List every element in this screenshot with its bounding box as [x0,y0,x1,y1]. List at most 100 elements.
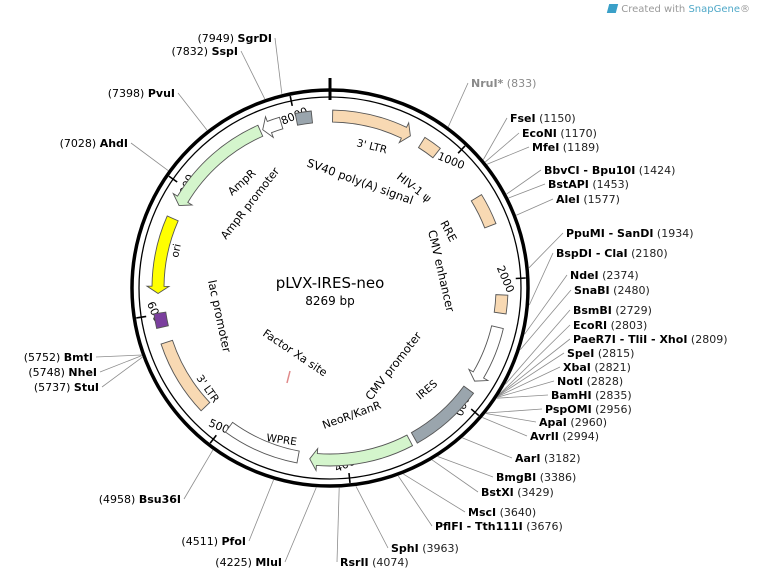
site-name: FseI [510,112,536,125]
site-ahdi[interactable]: (7028) AhdI [60,137,128,150]
site-sphi[interactable]: SphI (3963) [391,542,459,555]
label-neor-kanr: NeoR/KanR [321,398,384,431]
tick-3000 [470,408,480,417]
site-snabi[interactable]: SnaBI (2480) [574,284,650,297]
site-name: (4958) [99,493,139,506]
tick-1000 [457,145,466,154]
site-pvui[interactable]: (7398) PvuI [108,87,175,100]
leader-nhei [99,355,142,373]
site-leader-lines [95,37,572,563]
leader-fsei [483,117,508,160]
feature-sv40-poly-a-signal-13[interactable] [294,110,313,126]
site-ppumi-sandi[interactable]: PpuMI - SanDI (1934) [566,227,694,240]
site-alei[interactable]: AleI (1577) [556,193,620,206]
site-noti[interactable]: NotI (2828) [557,375,623,388]
site-position: AhdI [100,137,128,150]
leader-mfei [486,146,530,165]
plasmid-length: 8269 bp [305,294,355,308]
site-pfoi[interactable]: (4511) PfoI [181,535,246,548]
feature-ampr-promoter-12[interactable] [262,115,284,139]
site-ndei[interactable]: NdeI (2374) [570,269,639,282]
site-position: BmtI [64,351,93,364]
feature-hiv-1-1[interactable] [417,136,441,159]
leader-bbvci-bpu10i [506,169,542,195]
site-bsmbi[interactable]: BsmBI (2729) [573,304,652,317]
site-bstxi[interactable]: BstXI (3429) [481,486,554,499]
site-name: PspOMI [545,403,592,416]
site-name: SnaBI [574,284,610,297]
feature-3-ltr-0[interactable] [332,109,411,144]
leader-pspomi [486,408,543,414]
site-name: BspDI - ClaI [556,247,628,260]
site-rsrii[interactable]: RsrII (4074) [340,556,409,569]
site-avrii[interactable]: AvrII (2994) [530,430,599,443]
leader-avrii [482,417,528,437]
feature-arcs [145,109,509,473]
site-bmti[interactable]: (5752) BmtI [24,351,93,364]
site-stui[interactable]: (5737) StuI [34,381,99,394]
site-name: PpuMI - SanDI [566,227,653,240]
site-name: NotI [557,375,583,388]
leader-pflfi-tth111i [397,475,433,527]
feature-ampr-11[interactable] [172,124,264,206]
site-position: (2809) [687,333,727,346]
site-name: EcoRI [573,319,607,332]
site-spei[interactable]: SpeI (2815) [567,347,634,360]
site-name: (7949) [197,32,237,45]
site-mfei[interactable]: MfeI (1189) [532,141,599,154]
site-position: (2729) [612,304,652,317]
leader-sgrdi [274,37,283,94]
feature-ori-10[interactable] [145,215,179,294]
feature-lac-promoter-9[interactable] [153,311,169,329]
site-sspi[interactable]: (7832) SspI [171,45,238,58]
site-position: SspI [212,45,238,58]
site-xbai[interactable]: XbaI (2821) [563,361,631,374]
feature-3-ltr-8[interactable] [160,339,211,412]
feature-cmv-enhancer-3[interactable] [493,294,509,315]
site-nhei[interactable]: (5748) NheI [28,366,97,379]
site-name: SphI [391,542,419,555]
site-name: AvrII [530,430,559,443]
leader-spei [498,352,565,396]
site-position: (1577) [580,193,620,206]
site-position: PvuI [148,87,175,100]
site-bspdi-clai[interactable]: BspDI - ClaI (2180) [556,247,668,260]
site-aari[interactable]: AarI (3182) [515,452,581,465]
feature-rre-2[interactable] [470,193,497,229]
site-position: (2803) [607,319,647,332]
plasmid-name: pLVX-IRES-neo [276,274,385,292]
feature-ires-5[interactable] [410,385,475,444]
label-3-ltr-top: 3' LTR [355,137,388,156]
site-bmgbi[interactable]: BmgBI (3386) [496,471,576,484]
site-position: (2821) [591,361,631,374]
feature-cmv-promoter-4[interactable] [467,325,504,382]
site-nrui[interactable]: NruI* (833) [471,77,536,90]
site-apai[interactable]: ApaI (2960) [539,416,607,429]
site-bsu36i[interactable]: (4958) Bsu36I [99,493,181,506]
site-paer7i-tlii-xhoi[interactable]: PaeR7I - TliI - XhoI (2809) [573,333,728,346]
site-econi[interactable]: EcoNI (1170) [522,127,597,140]
leader-apai [485,413,537,423]
site-position: StuI [74,381,99,394]
site-bstapi[interactable]: BstAPI (1453) [548,178,629,191]
site-pflfi-tth111i[interactable]: PflFI - Tth111I (3676) [435,520,563,533]
site-name: XbaI [563,361,591,374]
leader-bsu36i [183,449,214,500]
leader-bmgbi [437,456,494,478]
site-position: (1170) [557,127,597,140]
site-bamhi[interactable]: BamHI (2835) [551,389,632,402]
site-position: (2835) [592,389,632,402]
site-mlui[interactable]: (4225) MluI [215,556,282,569]
site-position: (3640) [496,506,536,519]
site-name: MfeI [532,141,559,154]
site-sgrdi[interactable]: (7949) SgrDI [197,32,272,45]
site-ecori[interactable]: EcoRI (2803) [573,319,647,332]
site-pspomi[interactable]: PspOMI (2956) [545,403,632,416]
site-bbvci-bpu10i[interactable]: BbvCI - Bpu10I (1424) [544,164,675,177]
feature-neor-kanr-6[interactable] [309,434,414,473]
site-fsei[interactable]: FseI (1150) [510,112,576,125]
feature-wpre-7[interactable] [224,421,300,464]
leader-bstxi [431,459,479,493]
site-msci[interactable]: MscI (3640) [468,506,536,519]
